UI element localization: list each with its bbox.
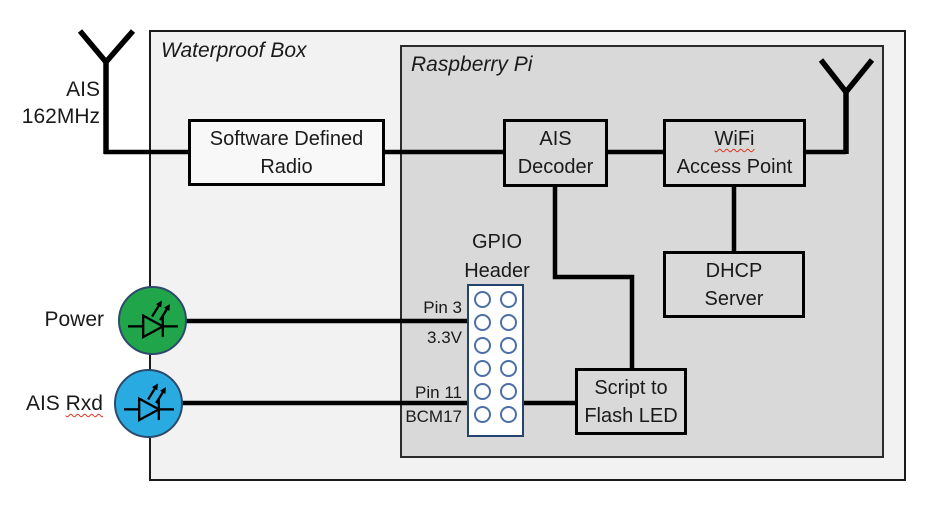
gpio-pin [500, 360, 518, 377]
ais-rxd-label-prefix: AIS [25, 392, 66, 415]
power-led [118, 286, 187, 355]
gpio-header-title: GPIO Header [455, 228, 539, 286]
gpio-pin [473, 337, 491, 354]
script-line2: Flash LED [584, 404, 678, 427]
antenna-feed-label: AIS 162MHz [4, 76, 100, 130]
dhcp-line1: DHCP [705, 259, 763, 282]
gpio-title-line1: GPIO [471, 231, 522, 253]
gpio-pin [473, 314, 491, 331]
gpio-pin [500, 291, 518, 308]
ais-rxd-label-word: Rxd [65, 392, 103, 415]
sdr-line2: Radio [260, 155, 313, 178]
ais-decoder-line2: Decoder [517, 156, 594, 178]
pin3-voltage-label: 3.3V [427, 328, 462, 347]
wifi-line2: Access Point [676, 156, 793, 178]
wifi-line1: WiFi [714, 128, 755, 150]
pin3-label: Pin 3 [423, 298, 462, 317]
ais-rxd-led-label: AIS Rxd [8, 391, 103, 417]
gpio-pin [500, 314, 518, 331]
gpio-pin [473, 291, 491, 308]
gpio-pin [473, 383, 491, 400]
gpio-pin-grid [467, 284, 524, 437]
sdr-line1: Software Defined [209, 127, 364, 150]
antenna-feed-line2: 162MHz [21, 105, 100, 128]
dhcp-server-box: DHCP Server [663, 251, 805, 318]
software-defined-radio-box: Software Defined Radio [188, 119, 385, 186]
gpio-pin [500, 406, 518, 423]
led-diode-icon [127, 299, 178, 339]
ais-rxd-led [114, 369, 183, 438]
dhcp-line2: Server [704, 287, 764, 310]
script-line1: Script to [594, 376, 668, 399]
gpio-pin [473, 360, 491, 377]
ais-decoder-line1: AIS [539, 128, 572, 150]
raspberry-pi-label: Raspberry Pi [411, 53, 533, 76]
antenna-feed-line1: AIS [66, 78, 100, 101]
gpio-pin [473, 406, 491, 423]
gpio-pin [500, 337, 518, 354]
ais-decoder-box: AIS Decoder [503, 119, 608, 187]
power-led-label: Power [44, 308, 104, 331]
led-diode-icon [123, 382, 174, 422]
gpio-pin [500, 383, 518, 400]
left-antenna-icon [77, 29, 136, 67]
pin11-bcm-label: BCM17 [405, 407, 462, 426]
pin11-label: Pin 11 [415, 383, 462, 402]
script-flash-led-box: Script to Flash LED [575, 368, 687, 435]
waterproof-box-label: Waterproof Box [161, 39, 307, 62]
wifi-access-point-box: WiFi Access Point [663, 119, 806, 187]
gpio-title-line2: Header [464, 260, 530, 282]
